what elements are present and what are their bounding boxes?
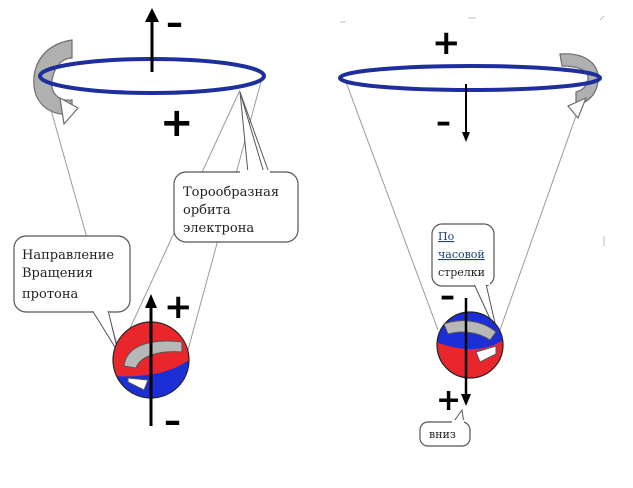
left-panel: – + Торообразная орбита электрона Направ… (13, 3, 299, 441)
right-orbit-minus: – (436, 105, 451, 140)
right-proton-axis-head (461, 394, 471, 406)
right-torus-orbit (338, 64, 602, 92)
callout-proton-rotation: Направление Вращения протона (13, 235, 131, 353)
left-proton-axis-head (145, 294, 157, 308)
callout-torus-orbit: Торообразная орбита электрона (173, 91, 299, 243)
right-proton-rotation-arrow (443, 320, 497, 341)
left-top-minus: – (166, 3, 183, 43)
right-panel-frame-ticks (340, 15, 605, 246)
callout-down-label: вниз (429, 428, 456, 441)
right-panel: + – По часовой стрелки – + (338, 15, 605, 447)
callout-orbit-line-3: электрона (183, 221, 254, 236)
right-proton (436, 311, 504, 379)
left-top-arrow-head (145, 8, 159, 22)
callout-clockwise-line-1: По (438, 230, 455, 243)
right-top-plus: + (432, 23, 461, 63)
left-proton-rotation-arrow (123, 340, 183, 369)
callout-rotation-line-2: Вращения (22, 266, 93, 281)
callout-orbit-line-2: орбита (183, 203, 231, 218)
callout-orbit-line-1: Торообразная (183, 185, 279, 200)
callout-rotation-line-1: Направление (22, 248, 114, 263)
callout-down: вниз (419, 408, 471, 447)
right-proton-plus: + (436, 383, 461, 418)
right-cone-lines (345, 81, 589, 331)
left-orbit-plus: + (160, 100, 194, 146)
callout-rotation-line-3: протона (22, 287, 78, 302)
right-orbit-down-arrow-head (462, 132, 470, 142)
left-proton-minus: – (164, 401, 181, 441)
left-proton-plus: + (164, 287, 193, 327)
callout-clockwise-line-3: стрелки (438, 266, 485, 279)
right-proton-minus: – (440, 279, 455, 314)
callout-clockwise-line-2: часовой (438, 248, 485, 261)
left-orbit-rotation-arrow (33, 39, 79, 126)
